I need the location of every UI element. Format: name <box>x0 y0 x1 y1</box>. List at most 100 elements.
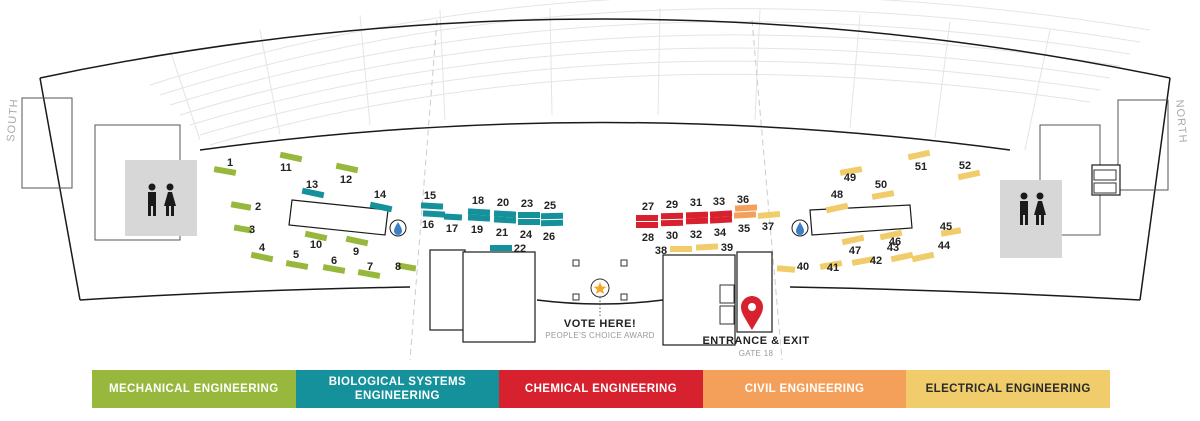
booth-11[interactable] <box>279 151 303 163</box>
booth-3[interactable] <box>233 224 253 234</box>
booth-number-label: 6 <box>331 255 337 267</box>
booth-31[interactable] <box>685 211 709 219</box>
booth-number-label: 43 <box>887 242 899 254</box>
elevator-doors <box>719 169 1117 325</box>
booth-number-label: 3 <box>249 224 255 236</box>
booth-number-label: 22 <box>514 243 526 255</box>
service-counters <box>288 164 1121 346</box>
booth-22[interactable] <box>490 245 512 251</box>
booth-49[interactable] <box>839 166 863 176</box>
booth-number-label: 49 <box>844 172 856 184</box>
booth-number-label: 36 <box>737 194 749 206</box>
booth-51[interactable] <box>907 149 931 161</box>
booth-number-label: 41 <box>827 262 839 274</box>
booth-32[interactable] <box>685 217 709 225</box>
booth-8[interactable] <box>397 262 417 272</box>
booth-number-label: 7 <box>367 261 373 273</box>
legend-mechanical-engineering[interactable]: MECHANICAL ENGINEERING <box>92 370 296 408</box>
booth-27[interactable] <box>636 215 658 221</box>
booth-number-label: 16 <box>422 219 434 231</box>
restroom-south <box>125 160 197 236</box>
booth-12[interactable] <box>335 162 359 174</box>
booth-number-label: 2 <box>255 201 261 213</box>
star-icon[interactable] <box>590 278 610 298</box>
booth-number-label: 35 <box>738 223 750 235</box>
booth-15[interactable] <box>420 202 444 210</box>
booth-9[interactable] <box>345 235 369 247</box>
booth-37[interactable] <box>757 211 781 219</box>
booth-47[interactable] <box>841 234 865 246</box>
booth-number-label: 15 <box>424 190 436 202</box>
booth-46[interactable] <box>879 229 903 241</box>
booth-number-label: 37 <box>762 221 774 233</box>
booth-38[interactable] <box>670 246 692 252</box>
booth-45[interactable] <box>940 227 962 237</box>
booth-number-label: 20 <box>497 197 509 209</box>
booth-number-label: 17 <box>446 223 458 235</box>
booth-20[interactable] <box>493 210 517 218</box>
booth-33[interactable] <box>709 210 733 218</box>
booth-18[interactable] <box>467 208 491 216</box>
booth-35[interactable] <box>733 211 757 219</box>
booth-13[interactable] <box>301 187 325 199</box>
booth-number-label: 13 <box>306 179 318 191</box>
booth-34[interactable] <box>709 216 733 224</box>
booth-28[interactable] <box>636 222 658 228</box>
booth-50[interactable] <box>871 190 895 200</box>
booth-48[interactable] <box>825 202 849 214</box>
booth-23[interactable] <box>518 212 540 218</box>
booth-number-label: 47 <box>849 245 861 257</box>
booth-number-label: 25 <box>544 200 556 212</box>
booth-2[interactable] <box>230 201 252 211</box>
legend-chemical-engineering[interactable]: CHEMICAL ENGINEERING <box>499 370 703 408</box>
restroom-north <box>1000 180 1062 258</box>
booth-41[interactable] <box>819 260 843 270</box>
water-fountain-icon <box>791 219 809 237</box>
booth-number-label: 42 <box>870 255 882 267</box>
booth-26[interactable] <box>540 219 564 227</box>
booth-21[interactable] <box>493 216 517 224</box>
booth-number-label: 26 <box>543 231 555 243</box>
booth-1[interactable] <box>213 166 237 176</box>
legend-civil-engineering[interactable]: CIVIL ENGINEERING <box>702 370 907 408</box>
booth-42[interactable] <box>851 256 875 266</box>
booth-36[interactable] <box>734 204 758 212</box>
booth-number-label: 34 <box>714 227 727 239</box>
booth-52[interactable] <box>957 169 981 181</box>
booth-16[interactable] <box>422 210 446 218</box>
booth-number-label: 48 <box>831 189 843 201</box>
booth-7[interactable] <box>357 269 381 279</box>
booth-25[interactable] <box>540 212 564 220</box>
booth-5[interactable] <box>285 260 309 270</box>
booth-number-label: 27 <box>642 201 654 213</box>
booth-17[interactable] <box>443 213 463 221</box>
booth-40[interactable] <box>776 265 796 273</box>
concourse-outline <box>39 18 1171 305</box>
booth-19[interactable] <box>467 214 491 222</box>
booth-24[interactable] <box>518 219 540 225</box>
booth-number-label: 4 <box>259 242 266 254</box>
legend-electrical-engineering[interactable]: ELECTRICAL ENGINEERING <box>906 370 1110 408</box>
booth-number-label: 8 <box>395 261 401 273</box>
booth-29[interactable] <box>660 212 684 220</box>
booth-44[interactable] <box>911 251 935 263</box>
location-pin-icon[interactable] <box>741 296 763 330</box>
booth-14[interactable] <box>369 201 393 213</box>
booth-6[interactable] <box>322 264 346 274</box>
booth-39[interactable] <box>695 243 719 251</box>
booth-number-label: 44 <box>938 240 951 252</box>
booth-number-label: 21 <box>496 227 508 239</box>
booth-number-label: 32 <box>690 229 702 241</box>
booth-4[interactable] <box>250 251 274 263</box>
booth-number-label: 30 <box>666 230 678 242</box>
booth-number-label: 50 <box>875 179 887 191</box>
booth-10[interactable] <box>304 230 328 242</box>
legend-biological-systems-engineering[interactable]: BIOLOGICAL SYSTEMS ENGINEERING <box>295 370 500 408</box>
booth-number-label: 45 <box>940 221 952 233</box>
booth-number-label: 29 <box>666 199 678 211</box>
booth-43[interactable] <box>890 251 914 263</box>
booth-number-label: 28 <box>642 232 654 244</box>
vote-area <box>572 259 628 317</box>
booth-30[interactable] <box>660 219 684 227</box>
